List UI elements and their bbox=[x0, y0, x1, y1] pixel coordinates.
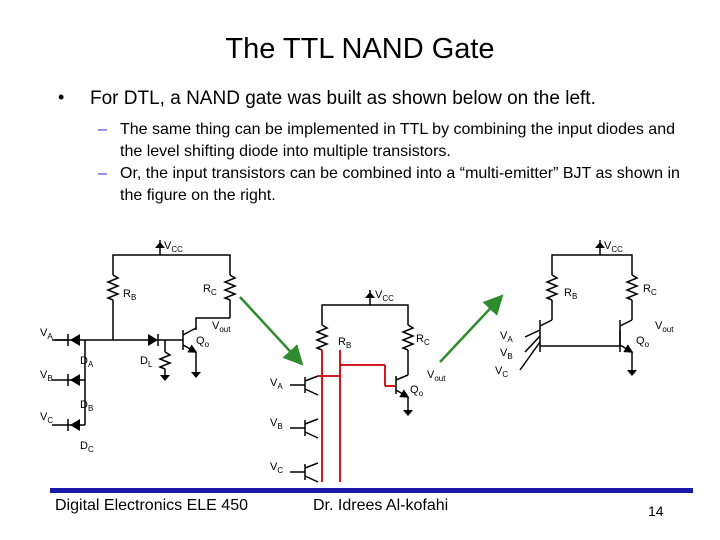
multi-emitter-labels: VCC RB RC Vout Qo VA VB VC bbox=[495, 240, 674, 379]
footer-author: Dr. Idrees Al-kofahi bbox=[313, 497, 449, 514]
resistor-rc bbox=[222, 274, 238, 301]
vout-label: Vout bbox=[212, 320, 231, 334]
vc-label: VC bbox=[40, 411, 53, 425]
vcc-label: VCC bbox=[164, 240, 183, 254]
input-transistor-b bbox=[290, 418, 319, 439]
ground-icon bbox=[627, 370, 637, 376]
ttl-circuit bbox=[290, 290, 416, 483]
emitter-a bbox=[524, 329, 541, 338]
main-bullet-text: For DTL, a NAND gate was built as shown … bbox=[90, 88, 596, 109]
diode-da bbox=[70, 334, 80, 346]
slide-title: The TTL NAND Gate bbox=[225, 33, 495, 65]
da-label: DA bbox=[80, 355, 94, 369]
vcc-label: VCC bbox=[375, 289, 394, 303]
diode-dc bbox=[70, 419, 80, 431]
va-label: VA bbox=[500, 330, 513, 344]
vb-label: VB bbox=[270, 417, 283, 431]
rc-label: RC bbox=[643, 283, 657, 297]
emitter-c bbox=[519, 341, 541, 371]
vc-label: VC bbox=[495, 365, 508, 379]
ttl-labels: VCC RB RC Vout Qo VA VB VC bbox=[270, 289, 446, 475]
vcc-arrow-icon bbox=[365, 292, 375, 298]
rb-label: RB bbox=[123, 288, 136, 302]
va-label: VA bbox=[270, 377, 283, 391]
vcc-arrow-icon bbox=[595, 242, 605, 248]
resistor-dl-ground bbox=[157, 351, 173, 370]
resistor-rb bbox=[544, 274, 560, 301]
rb-label: RB bbox=[564, 287, 577, 301]
vcc-rail bbox=[551, 254, 633, 275]
vb-label: VB bbox=[500, 347, 513, 361]
sub-bullet-text: The same thing can be implemented in TTL… bbox=[120, 121, 675, 160]
resistor-rb bbox=[105, 274, 121, 301]
ttl-highlight-wires bbox=[318, 350, 396, 482]
vcc-arrow-icon bbox=[155, 242, 165, 248]
page-number: 14 bbox=[648, 503, 664, 519]
vb-label: VB bbox=[40, 369, 53, 383]
arrow-to-ttl bbox=[239, 296, 304, 366]
vcc-rail bbox=[321, 304, 409, 325]
multi-emitter-circuit bbox=[519, 240, 640, 376]
dash-marker: – bbox=[98, 121, 107, 138]
diode-db bbox=[70, 374, 80, 386]
input-transistor-a bbox=[290, 375, 319, 396]
qo-label: Qo bbox=[196, 335, 210, 349]
ground-icon bbox=[160, 375, 170, 381]
qo-label: Qo bbox=[410, 384, 424, 398]
dl-label: DL bbox=[140, 355, 153, 369]
arrow-to-multi-emitter bbox=[439, 294, 504, 363]
vc-label: VC bbox=[270, 461, 283, 475]
sub-bullet-text: Or, the input transistors can be combine… bbox=[120, 165, 680, 204]
db-label: DB bbox=[80, 399, 93, 413]
vcc-label: VCC bbox=[604, 240, 623, 254]
dtl-labels: VCC RB RC Vout Qo VA VB VC DA DB DC DL bbox=[40, 240, 231, 454]
resistor-rc bbox=[624, 274, 640, 301]
footer-course: Digital Electronics ELE 450 bbox=[55, 497, 248, 514]
dtl-circuit bbox=[52, 240, 238, 431]
resistor-rc bbox=[400, 324, 416, 351]
input-transistor-c bbox=[290, 462, 319, 483]
vcc-rail bbox=[112, 254, 231, 275]
va-label: VA bbox=[40, 327, 53, 341]
rc-label: RC bbox=[203, 283, 217, 297]
vout-label: Vout bbox=[427, 369, 446, 383]
resistor-rb bbox=[314, 324, 330, 351]
rc-label: RC bbox=[416, 333, 430, 347]
diode-dl bbox=[148, 334, 158, 346]
footer-divider bbox=[50, 488, 693, 493]
ground-icon bbox=[191, 372, 201, 378]
vout-label: Vout bbox=[655, 320, 674, 334]
dc-label: DC bbox=[80, 440, 94, 454]
ground-icon bbox=[403, 410, 413, 416]
qo-label: Qo bbox=[636, 335, 650, 349]
rb-label: RB bbox=[338, 336, 351, 350]
dash-marker: – bbox=[98, 165, 107, 182]
emitter-b bbox=[524, 335, 541, 353]
bullet-marker: • bbox=[58, 87, 65, 107]
